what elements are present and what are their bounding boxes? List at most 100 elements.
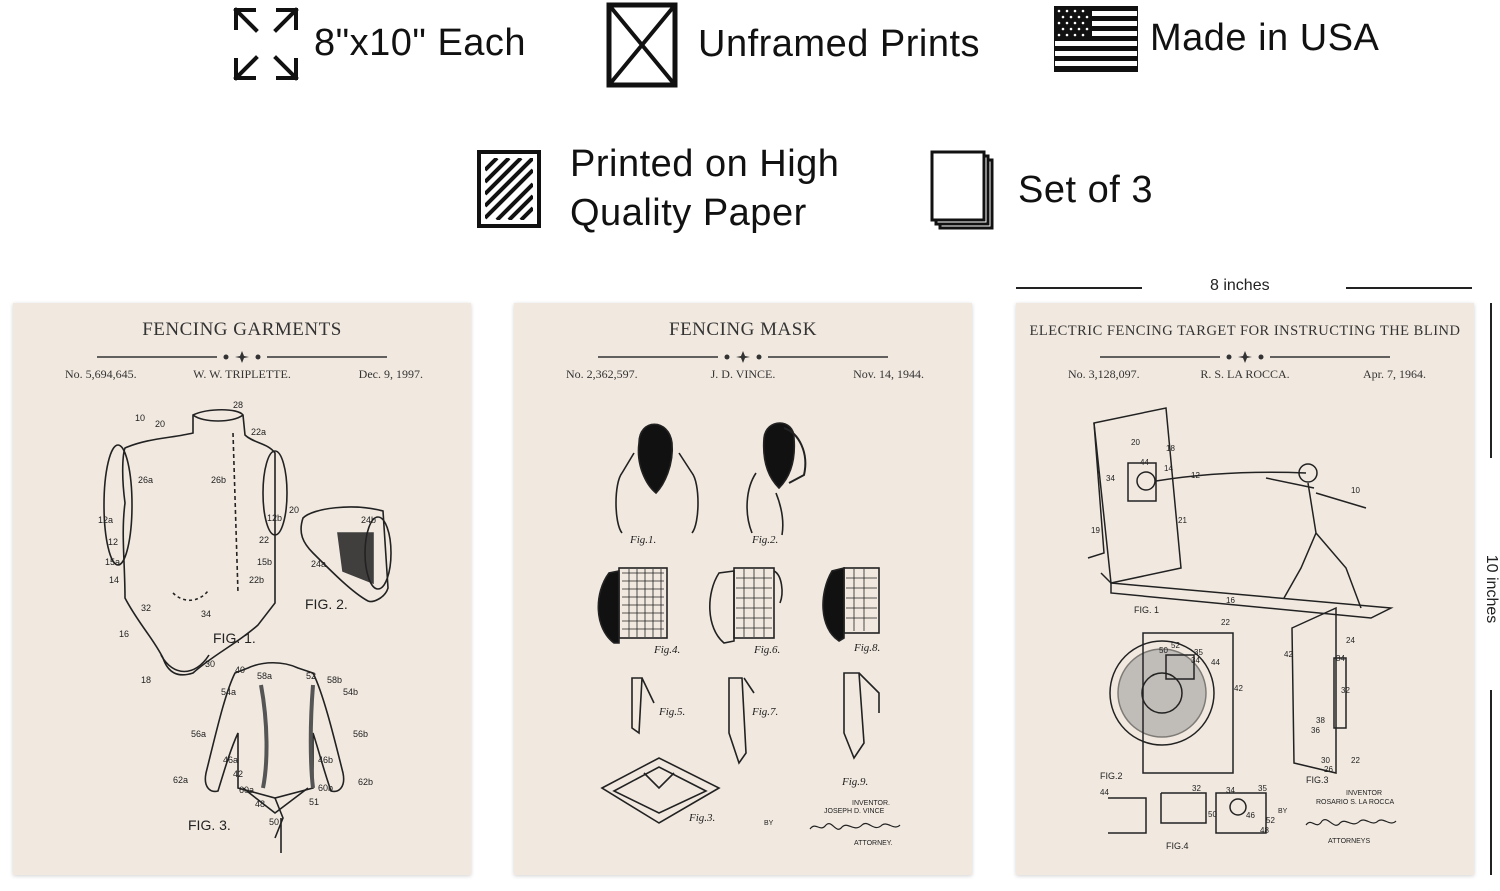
svg-text:58a: 58a: [257, 671, 272, 681]
svg-text:34: 34: [1191, 656, 1200, 665]
width-dimension-line-left: [1016, 287, 1142, 289]
fig-label: Fig.9.: [841, 776, 868, 788]
svg-text:30: 30: [205, 659, 215, 669]
svg-text:20: 20: [1131, 438, 1140, 447]
svg-text:24a: 24a: [311, 559, 326, 569]
svg-text:51: 51: [309, 797, 319, 807]
svg-text:15a: 15a: [105, 557, 120, 567]
poster-inventor: J. D. VINCE.: [710, 367, 776, 381]
svg-text:16: 16: [1226, 596, 1235, 605]
poster-title: ELECTRIC FENCING TARGET FOR INSTRUCTING …: [1029, 323, 1461, 339]
svg-text:30: 30: [1321, 756, 1330, 765]
svg-text:44: 44: [1100, 788, 1109, 797]
poster-fencing-garments: FENCING GARMENTS W. W. TRIPLETTE. No. 5,…: [13, 303, 471, 875]
svg-text:48: 48: [255, 799, 265, 809]
svg-text:42: 42: [1284, 650, 1293, 659]
svg-text:32: 32: [1341, 686, 1350, 695]
svg-text:42: 42: [233, 769, 243, 779]
svg-text:34: 34: [201, 609, 211, 619]
poster-inventor: W. W. TRIPLETTE.: [193, 367, 291, 381]
svg-text:28: 28: [233, 400, 243, 410]
svg-text:12: 12: [1191, 471, 1200, 480]
inventor-label: INVENTOR: [1346, 790, 1382, 797]
svg-text:32: 32: [141, 603, 151, 613]
poster-number: No. 3,128,097.: [1068, 367, 1140, 381]
poster-fencing-mask: FENCING MASK J. D. VINCE. No. 2,362,597.…: [514, 303, 972, 875]
feature-made-label: Made in USA: [1150, 17, 1380, 60]
svg-text:54a: 54a: [221, 687, 236, 697]
feature-paper-label-2: Quality Paper: [570, 192, 807, 235]
svg-text:38: 38: [1316, 716, 1325, 725]
svg-text:44: 44: [1140, 458, 1149, 467]
feature-unframed: Unframed Prints: [604, 2, 980, 88]
svg-text:48: 48: [1260, 826, 1269, 835]
feature-paper: Printed on High Quality Paper: [476, 140, 839, 239]
stacked-sheets-icon: [930, 150, 994, 230]
svg-text:44: 44: [1211, 658, 1220, 667]
svg-text:58b: 58b: [327, 675, 342, 685]
poster-date: Dec. 9, 1997.: [358, 367, 423, 381]
svg-text:52: 52: [1171, 641, 1180, 650]
svg-text:35: 35: [1258, 784, 1267, 793]
svg-text:56a: 56a: [191, 729, 206, 739]
fig-label: FIG. 1: [1134, 605, 1159, 615]
svg-text:54b: 54b: [343, 687, 358, 697]
svg-text:20: 20: [155, 419, 165, 429]
svg-text:50: 50: [1159, 646, 1168, 655]
svg-text:46b: 46b: [318, 755, 333, 765]
feature-size: 8"x10" Each: [232, 6, 526, 82]
feature-set: Set of 3: [930, 150, 1153, 232]
svg-text:22: 22: [259, 535, 269, 545]
svg-text:46: 46: [1246, 811, 1255, 820]
poster-date: Apr. 7, 1964.: [1363, 367, 1426, 381]
svg-text:34: 34: [1336, 654, 1345, 663]
by-label: BY: [1278, 808, 1288, 815]
svg-text:26b: 26b: [211, 475, 226, 485]
svg-text:21: 21: [1178, 516, 1187, 525]
poster-date: Nov. 14, 1944.: [853, 367, 924, 381]
poster-title: FENCING GARMENTS: [142, 319, 342, 340]
svg-text:50: 50: [1208, 810, 1217, 819]
svg-text:60b: 60b: [318, 783, 333, 793]
inventor-label: INVENTOR.: [852, 800, 890, 807]
svg-text:22a: 22a: [251, 427, 266, 437]
svg-text:60a: 60a: [239, 785, 254, 795]
inventor-name: JOSEPH D. VINCE: [824, 808, 885, 815]
feature-unframed-label: Unframed Prints: [698, 23, 981, 66]
svg-text:12a: 12a: [98, 515, 113, 525]
svg-text:10: 10: [1351, 486, 1360, 495]
feature-paper-label-1: Printed on High: [570, 143, 840, 185]
svg-text:18: 18: [141, 675, 151, 685]
svg-text:52: 52: [1266, 816, 1275, 825]
feature-size-label: 8"x10" Each: [314, 22, 527, 65]
svg-text:14: 14: [109, 575, 119, 585]
svg-text:22: 22: [1221, 618, 1230, 627]
svg-text:46a: 46a: [223, 755, 238, 765]
ornament-divider: [598, 351, 888, 363]
poster-electric-target: ELECTRIC FENCING TARGET FOR INSTRUCTING …: [1016, 303, 1474, 875]
by-label: BY: [764, 820, 774, 827]
svg-text:18: 18: [1166, 444, 1175, 453]
poster-inventor: R. S. LA ROCCA.: [1200, 367, 1290, 381]
svg-text:42: 42: [1234, 684, 1243, 693]
height-dimension-label: 10 inches: [1483, 554, 1500, 624]
svg-text:20: 20: [289, 505, 299, 515]
fencing-mask-drawing: Fig.1. Fig.2. Fig.4. Fig.6. Fig.8. Fig.5…: [597, 422, 901, 847]
width-dimension-label: 8 inches: [1210, 277, 1270, 294]
fig-label: Fig.4.: [653, 644, 680, 656]
fig-label: FIG.4: [1166, 841, 1189, 851]
svg-text:52: 52: [306, 671, 316, 681]
inventor-name: ROSARIO S. LA ROCCA: [1316, 799, 1395, 806]
svg-text:34: 34: [1226, 786, 1235, 795]
feature-made-usa: Made in USA: [1054, 6, 1379, 72]
attorney-label: ATTORNEY.: [854, 840, 893, 847]
fig-label: Fig.6.: [753, 644, 780, 656]
fig-label: Fig.8.: [853, 642, 880, 654]
attorney-signature: [1305, 819, 1397, 826]
svg-text:16: 16: [119, 629, 129, 639]
fig-label: Fig.5.: [658, 706, 685, 718]
us-flag-icon: [1054, 6, 1138, 72]
fig-label: FIG.3: [1306, 775, 1329, 785]
hatched-paper-icon: [477, 150, 541, 229]
svg-text:22: 22: [1351, 756, 1360, 765]
